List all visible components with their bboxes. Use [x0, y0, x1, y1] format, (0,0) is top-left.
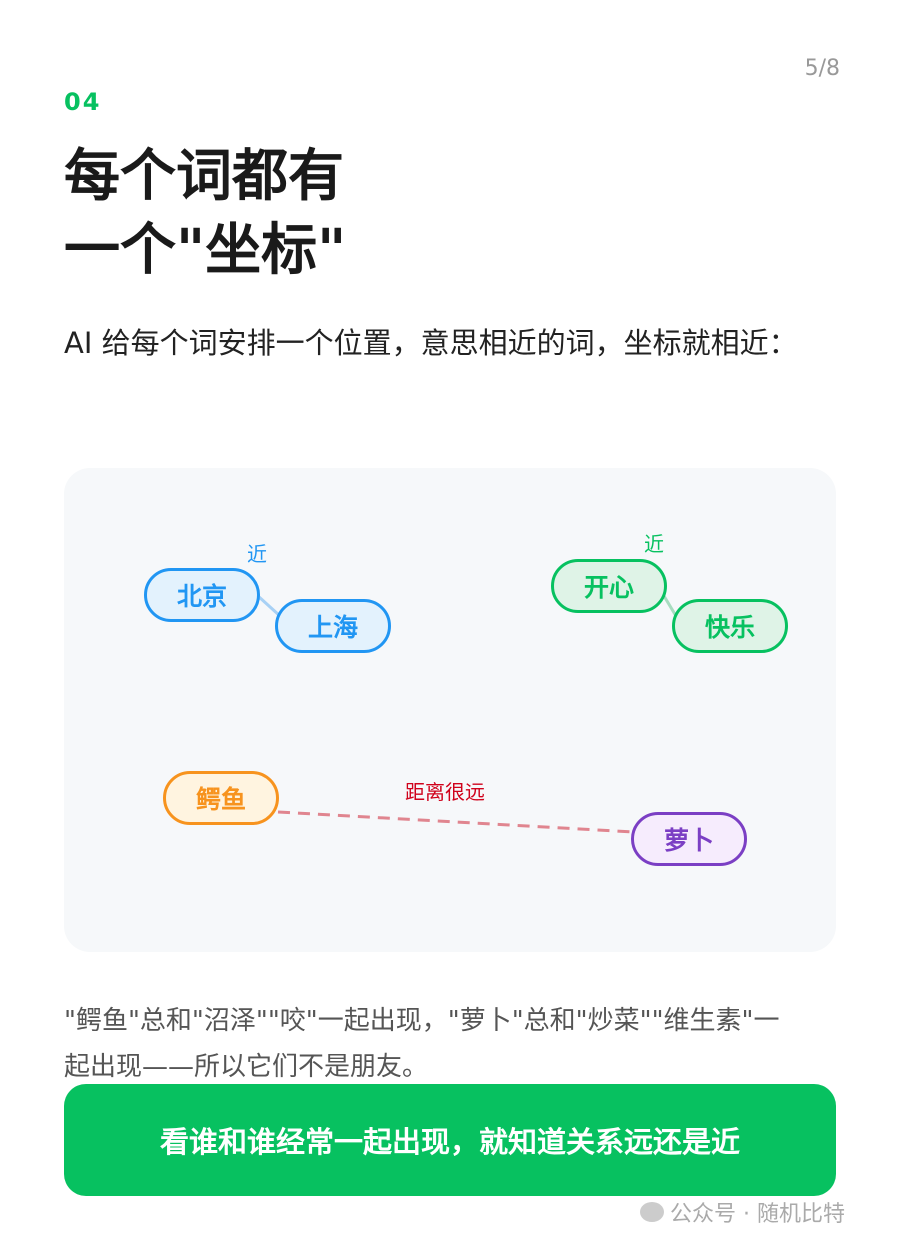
watermark: 公众号 · 随机比特	[640, 1196, 845, 1228]
near-label-cities: 近	[247, 542, 267, 566]
embedding-diagram: 近 近 北京 上海 开心 快乐 鳄鱼 萝卜 距离很远	[64, 468, 836, 952]
node-eyu: 鳄鱼	[163, 771, 279, 825]
section-number: 04	[64, 88, 102, 116]
title-line-2: 一个"坐标"	[64, 218, 347, 283]
node-beijing: 北京	[144, 568, 260, 622]
page-indicator: 5/8	[804, 56, 840, 81]
connector-lines	[256, 594, 678, 834]
near-line-cities	[256, 594, 282, 618]
intro-text: AI 给每个词安排一个位置，意思相近的词，坐标就相近：	[64, 326, 798, 360]
node-kuaile: 快乐	[672, 599, 788, 653]
node-shanghai: 上海	[275, 599, 391, 653]
far-line	[277, 810, 635, 834]
footnote-text: "鳄鱼"总和"沼泽""咬"一起出现，"萝卜"总和"炒菜""维生素"一起出现——所…	[64, 1006, 780, 1082]
wechat-icon	[640, 1202, 664, 1222]
watermark-text: 公众号 · 随机比特	[670, 1202, 845, 1227]
near-label-emotions: 近	[644, 532, 664, 556]
title-line-1: 每个词都有	[64, 144, 344, 209]
callout-banner: 看谁和谁经常一起出现，就知道关系远还是近	[64, 1084, 836, 1196]
node-kaixin: 开心	[551, 559, 667, 613]
far-label: 距离很远	[405, 780, 485, 804]
node-luobo: 萝卜	[631, 812, 747, 866]
page-title: 每个词都有 一个"坐标"	[64, 140, 346, 288]
